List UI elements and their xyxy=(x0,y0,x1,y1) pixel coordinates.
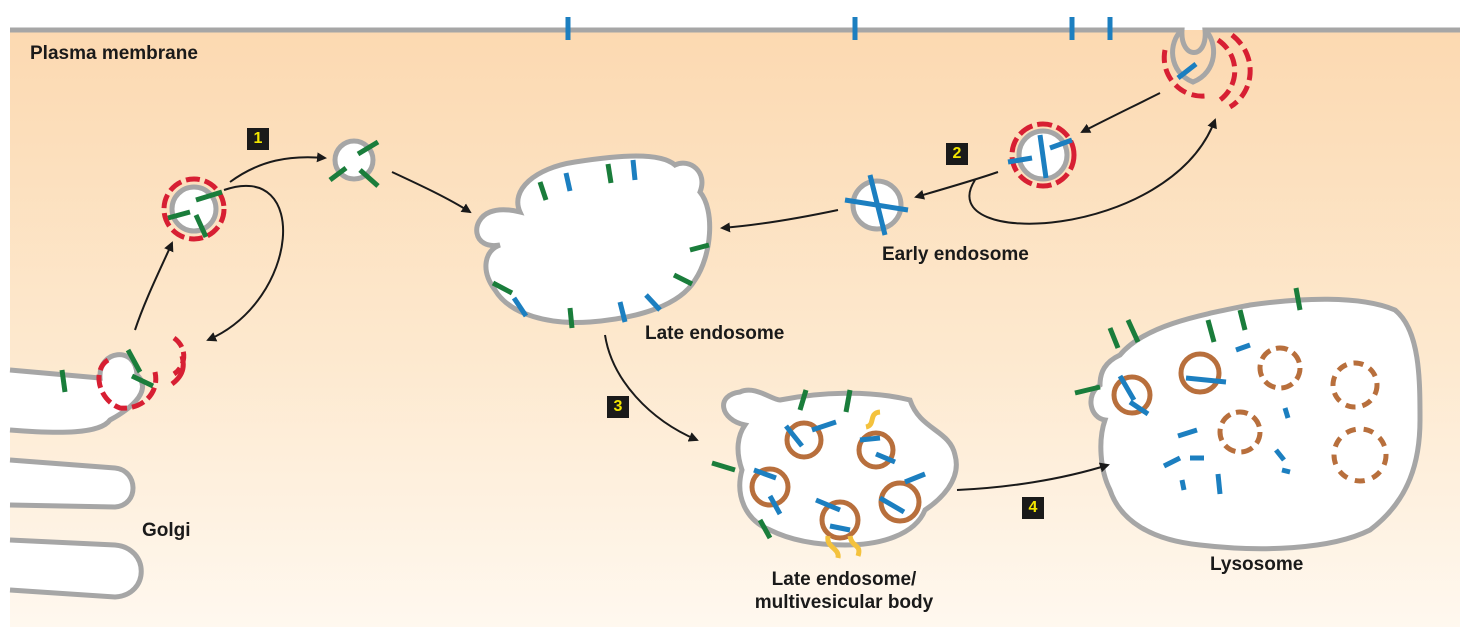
mvb-label-line1: Late endosome/ xyxy=(771,569,917,590)
early-endosome xyxy=(844,174,909,236)
arrow-coated-vesicle-to-golgi xyxy=(206,184,285,342)
mvb-label-line2: multivesicular body xyxy=(754,592,934,613)
arrow-coated-vesicle-to-early-endosome xyxy=(914,171,999,200)
arrow-pit-to-coated-vesicle xyxy=(1080,92,1161,133)
step-2-badge: 2 xyxy=(946,143,968,165)
arrow-late-endosome-to-mvb xyxy=(604,334,699,442)
step-3-badge: 3 xyxy=(607,396,629,418)
arrow-golgi-to-coated-vesicle xyxy=(134,241,174,331)
plasma-coated-vesicle xyxy=(1007,121,1077,189)
golgi-derived-vesicle xyxy=(328,138,380,188)
golgi-coated-vesicle xyxy=(161,176,227,242)
late-endosome xyxy=(474,153,713,329)
mvb-receptors xyxy=(711,389,926,540)
arrow-early-to-late-endosome xyxy=(720,209,839,233)
lysosome-vesicles xyxy=(1111,345,1389,484)
internal-vesicles xyxy=(749,420,922,541)
step-1-badge: 1 xyxy=(247,128,269,150)
golgi-label: Golgi xyxy=(142,520,191,541)
plasma-membrane-label: Plasma membrane xyxy=(30,43,198,64)
lysosome xyxy=(1074,287,1423,552)
pathway-arrows xyxy=(134,92,1217,491)
membrane-receptors xyxy=(565,17,1113,40)
escrt-proteins xyxy=(825,409,881,559)
late-endosome-label: Late endosome xyxy=(645,323,785,344)
lysosome-receptors xyxy=(1074,287,1303,495)
step-4-badge: 4 xyxy=(1022,497,1044,519)
coated-pit xyxy=(1161,28,1253,110)
arrow-recycling-to-membrane xyxy=(968,118,1217,225)
early-endosome-label: Early endosome xyxy=(882,244,1029,265)
multivesicular-body xyxy=(711,387,959,559)
late-endosome-receptors xyxy=(491,159,710,329)
arrow-coated-vesicle-to-vesicle xyxy=(229,152,327,183)
golgi xyxy=(9,335,187,600)
lysosome-label: Lysosome xyxy=(1210,554,1304,575)
arrow-vesicle-to-late-endosome xyxy=(391,171,472,214)
arrow-mvb-to-lysosome xyxy=(956,462,1110,491)
